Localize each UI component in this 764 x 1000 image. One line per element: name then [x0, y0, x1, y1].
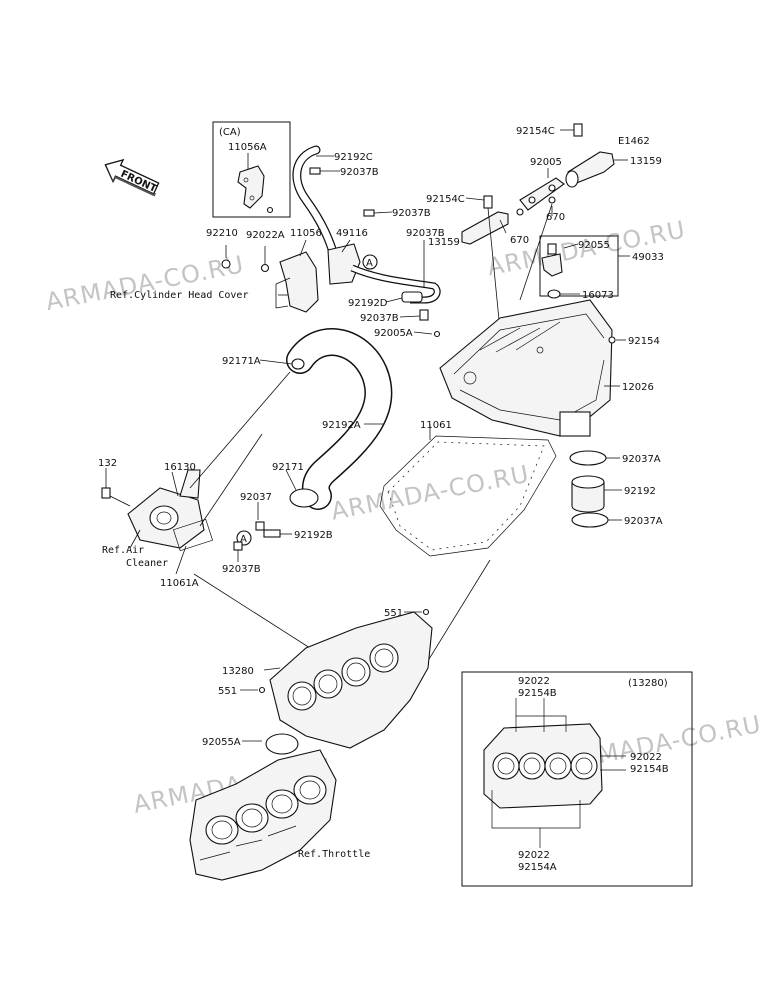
- bolt-92154: [608, 336, 616, 344]
- label-92055a: 92055A: [202, 737, 241, 748]
- front-arrow-icon: FRONT: [104, 158, 160, 197]
- label-92037b-b: 92037B: [392, 208, 431, 219]
- bolt-92154c: [573, 123, 583, 137]
- label-132: 132: [98, 458, 117, 469]
- gasket-13280: [258, 608, 433, 749]
- delivery-pipe-92005: [519, 177, 565, 211]
- label-92210: 92210: [206, 228, 238, 239]
- label-92037b-d: 92037B: [360, 313, 399, 324]
- ca-box-part: 11056A: [228, 142, 267, 153]
- label-13280: 13280: [222, 666, 254, 677]
- label-92005a: 92005A: [374, 328, 413, 339]
- air-switch-valve: A: [221, 243, 441, 338]
- label-92192c: 92192C: [334, 152, 373, 163]
- label-11061a: 11061A: [160, 578, 199, 589]
- part-labels: 92154C E1462 13159 92192C 92037B 92005 9…: [98, 126, 664, 860]
- marker-a-top: [362, 254, 378, 270]
- bracket-11056a: [237, 165, 265, 209]
- detail-bottom-label-1: 92022: [518, 850, 550, 861]
- label-551-a: 551: [384, 608, 403, 619]
- ca-variant-box: (CA) 11056A: [212, 121, 291, 218]
- oring-16073: [547, 289, 561, 299]
- injector-rail-assembly: [461, 123, 615, 331]
- washer-92022a: [260, 263, 270, 273]
- label-92037b-e: 92037B: [222, 564, 261, 575]
- ca-box-title: (CA): [219, 127, 241, 138]
- hose-92192d: [401, 291, 423, 303]
- label-13159-top: 13159: [630, 156, 662, 167]
- gasket-13280-detail-box: (13280) 92022 92154B 92022 92154B 92022 …: [461, 671, 693, 887]
- label-92171: 92171: [272, 462, 304, 473]
- detail-top-label-2: 92154B: [518, 688, 557, 699]
- detail-box-title: (13280): [628, 678, 668, 689]
- label-92154c-mid: 92154C: [426, 194, 465, 205]
- label-11056: 11056: [290, 228, 322, 239]
- bolt-132: [101, 487, 111, 499]
- label-92192d: 92192D: [348, 298, 388, 309]
- label-e1462: E1462: [618, 136, 650, 147]
- label-92192: 92192: [624, 486, 656, 497]
- label-670-b: 670: [510, 235, 529, 246]
- fuel-hose-13159-mid: [461, 211, 509, 245]
- marker-a-text-bottom: A: [240, 534, 247, 545]
- label-13159-mid: 13159: [428, 237, 460, 248]
- label-49116: 49116: [336, 228, 368, 239]
- detail-right-label-1: 92022: [630, 752, 662, 763]
- label-92037a-b: 92037A: [624, 516, 663, 527]
- label-551-b: 551: [218, 686, 237, 697]
- ref-cylinder-head-cover: Ref.Cylinder Head Cover: [110, 290, 248, 301]
- duct-92192: [571, 481, 605, 513]
- duct-and-clamps: [569, 450, 609, 528]
- washer-92210: [221, 259, 231, 269]
- oring-92055a: [265, 733, 299, 755]
- label-92037b-a: 92037B: [340, 167, 379, 178]
- valve-49116: [327, 243, 361, 285]
- label-16130: 16130: [164, 462, 196, 473]
- valve-16130: A: [101, 469, 281, 552]
- air-box-12026: [439, 299, 616, 437]
- label-16073: 16073: [582, 290, 614, 301]
- gasket-11061: [379, 435, 557, 557]
- label-92192a: 92192A: [322, 420, 361, 431]
- detail-right-label-2: 92154B: [630, 764, 669, 775]
- label-92154c-top: 92154C: [516, 126, 555, 137]
- clamp-92171: [289, 488, 319, 508]
- marker-a-text: A: [366, 258, 373, 269]
- cap-92171a: [291, 358, 305, 370]
- ref-throttle: Ref.Throttle: [298, 849, 370, 860]
- label-92055: 92055: [578, 240, 610, 251]
- label-92022a: 92022A: [246, 230, 285, 241]
- watermark-text: ARMADA-CO.RU: [43, 250, 246, 316]
- label-92192b: 92192B: [294, 530, 333, 541]
- watermark-text: ARMADA-CO.RU: [329, 460, 532, 526]
- gasket-11061a: [172, 518, 214, 552]
- label-92037b-c: 92037B: [406, 228, 445, 239]
- label-92037a-a: 92037A: [622, 454, 661, 465]
- ref-air-cleaner-line2: Cleaner: [126, 558, 168, 569]
- throttle-body: [189, 749, 337, 881]
- clamp-92037a-upper: [569, 450, 607, 466]
- label-49033: 49033: [632, 252, 664, 263]
- clamp-92037a-lower: [571, 512, 609, 528]
- bolt-92154c-mid: [483, 195, 493, 209]
- label-92154: 92154: [628, 336, 660, 347]
- label-11061: 11061: [420, 420, 452, 431]
- ref-air-cleaner-line1: Ref.Air: [102, 545, 144, 556]
- detail-top-label-1: 92022: [518, 676, 550, 687]
- sensor-49033: [541, 253, 563, 277]
- label-92171a: 92171A: [222, 356, 261, 367]
- detail-bottom-label-2: 92154A: [518, 862, 557, 873]
- label-670-a: 670: [546, 212, 565, 223]
- bracket-11056: [279, 251, 319, 313]
- hose-92192a: [286, 328, 393, 510]
- label-92005: 92005: [530, 157, 562, 168]
- label-92037: 92037: [240, 492, 272, 503]
- label-12026: 12026: [622, 382, 654, 393]
- sensor-box-49033: [539, 235, 619, 299]
